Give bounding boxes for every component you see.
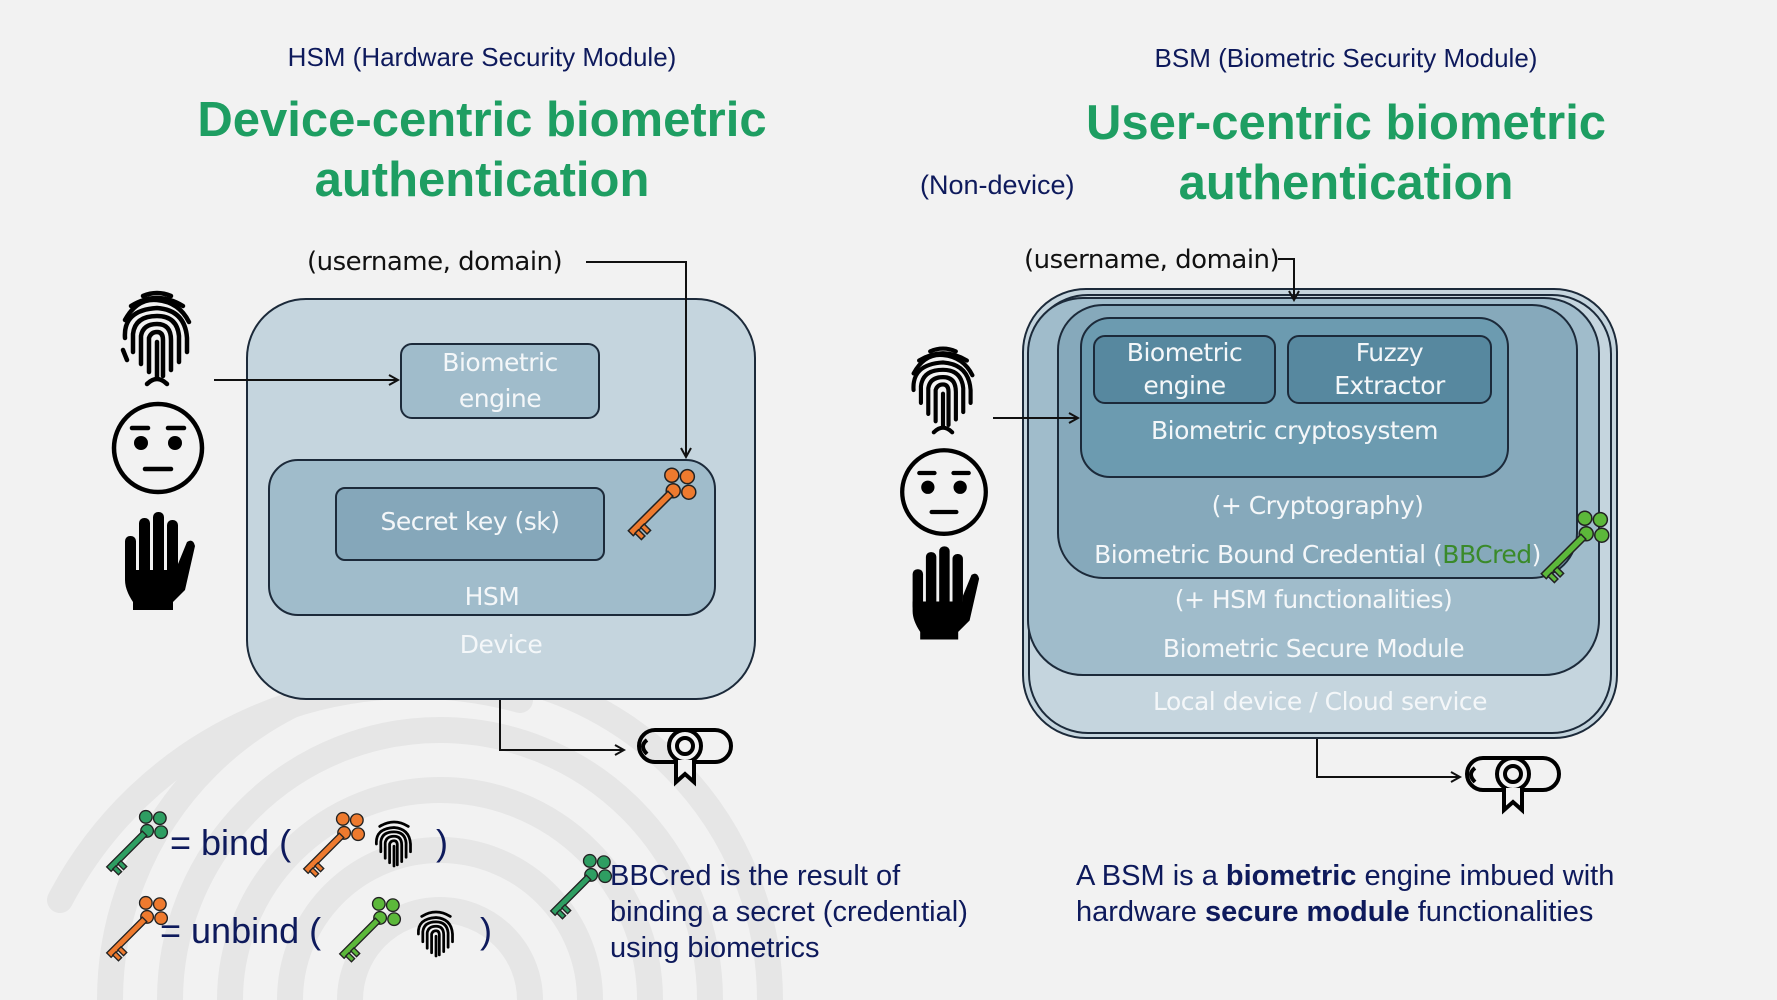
bsm-note-part4: functionalities xyxy=(1409,896,1594,928)
secret-key-label: Secret key (sk) xyxy=(380,507,560,536)
bbcred-note-line3: using biometrics xyxy=(610,932,820,964)
legend-green-key-icon-2 xyxy=(338,896,402,963)
right-be-line2: engine xyxy=(1143,371,1226,400)
fuzzy-line2: Extractor xyxy=(1334,371,1445,400)
bsm-note: A BSM is a biometric engine imbued with … xyxy=(1076,858,1614,930)
left-title-line2: authentication xyxy=(314,153,650,207)
device-label: Device xyxy=(459,630,543,659)
cryptosystem-label: Biometric cryptosystem xyxy=(1150,416,1439,445)
bbcred-note-line2: binding a secret (credential) xyxy=(610,896,968,928)
bbcred-suffix: ) xyxy=(1531,540,1542,569)
right-title-line2: authentication xyxy=(1178,156,1514,210)
right-certificate-icon xyxy=(1465,756,1561,815)
cryptography-label: (+ Cryptography) xyxy=(1211,491,1424,520)
bbcred-note-line1: BBCred is the result of xyxy=(610,860,901,892)
left-input-label: (username, domain) xyxy=(307,247,563,277)
left-biometric-engine-box xyxy=(400,343,600,419)
bsm-note-part1: A BSM is a xyxy=(1076,860,1226,892)
hsm-subtitle: HSM (Hardware Security Module) xyxy=(287,42,677,72)
non-device-label: (Non-device) xyxy=(920,170,1075,200)
bind-close-paren: ) xyxy=(436,822,448,863)
left-output-arrow xyxy=(499,700,624,750)
legend-fingerprint-icon-2 xyxy=(417,910,454,958)
bsm-note-line1: A BSM is a biometric engine imbued with xyxy=(1076,858,1614,894)
bsm-note-line2: hardware secure module functionalities xyxy=(1076,894,1614,930)
bbcred-note: BBCred is the result of binding a secret… xyxy=(610,858,968,966)
bsm-note-part3: hardware xyxy=(1076,896,1205,928)
bbcred-label: Biometric Bound Credential (BBCred) xyxy=(1057,540,1578,569)
unbind-text: = unbind ( xyxy=(160,910,322,951)
legend-orange-key-icon-2 xyxy=(105,895,169,962)
bsm-note-bold1: biometric xyxy=(1225,860,1357,892)
right-biometric-engine-box xyxy=(1093,335,1276,404)
left-title-line1: Device-centric biometric xyxy=(197,93,767,147)
bind-text: = bind ( xyxy=(170,822,292,863)
unbind-close-paren: ) xyxy=(480,910,492,951)
legend-orange-key-icon xyxy=(302,811,366,878)
secret-key-box xyxy=(335,487,605,561)
fuzzy-line1: Fuzzy xyxy=(1355,338,1424,367)
right-palm-icon xyxy=(912,546,980,640)
left-be-line2: engine xyxy=(458,384,542,413)
fuzzy-extractor-label: Fuzzy Extractor xyxy=(1287,336,1492,402)
bbcred-highlight: BBCred xyxy=(1442,540,1532,569)
palm-icon xyxy=(125,512,195,610)
fuzzy-extractor-box xyxy=(1287,335,1492,404)
legend-green-key-icon xyxy=(105,809,169,876)
right-output-arrow xyxy=(1316,739,1460,777)
legend-fingerprint-icon xyxy=(375,820,412,868)
bbcred-prefix: Biometric Bound Credential ( xyxy=(1094,540,1443,569)
local-cloud-label: Local device / Cloud service xyxy=(1152,687,1488,716)
face-icon xyxy=(111,401,205,495)
bbcred-note-key-icon xyxy=(549,853,613,920)
right-fingerprint-icon xyxy=(911,346,975,435)
green-key-icon xyxy=(1540,510,1610,584)
right-title: User-centric biometric authentication xyxy=(1086,93,1606,213)
hsm-functionalities-label: (+ HSM functionalities) xyxy=(1174,585,1453,614)
right-title-line1: User-centric biometric xyxy=(1085,96,1607,150)
left-biometric-engine-label: Biometric engine xyxy=(400,345,600,417)
bsm-note-bold2: secure module xyxy=(1204,896,1410,928)
left-input-arrow xyxy=(586,261,686,457)
bsm-subtitle: BSM (Biometric Security Module) xyxy=(1154,43,1538,73)
left-title: Device-centric biometric authentication xyxy=(197,90,766,210)
right-input-arrow xyxy=(1278,258,1294,300)
right-face-icon xyxy=(900,448,988,536)
right-be-line1: Biometric xyxy=(1126,338,1243,367)
hsm-label: HSM xyxy=(464,582,520,611)
bsm-note-part2: engine imbued with xyxy=(1356,860,1615,892)
fingerprint-icon xyxy=(120,290,192,387)
left-be-line1: Biometric xyxy=(442,348,558,377)
right-input-label: (username, domain) xyxy=(1024,245,1280,275)
right-biometric-engine-label: Biometric engine xyxy=(1093,336,1276,402)
secure-module-label: Biometric Secure Module xyxy=(1162,634,1465,663)
